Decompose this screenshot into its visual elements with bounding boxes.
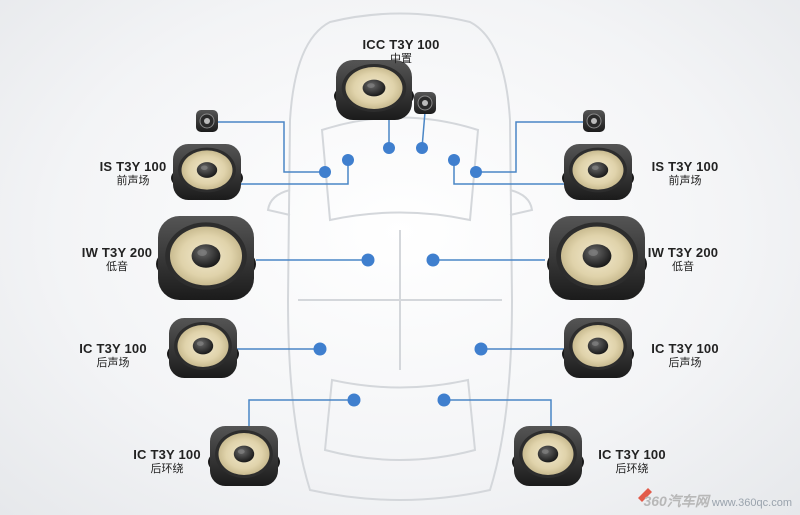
- dot-woofer-right: [426, 253, 440, 267]
- surround-right-role: 后环绕: [615, 462, 649, 475]
- rear-right-role: 后声场: [668, 356, 702, 369]
- front-right-label: IS T3Y 100 前声场: [630, 159, 740, 188]
- dot-rear-right: [474, 342, 488, 356]
- rear-left-role: 后声场: [96, 356, 130, 369]
- front-left-model: IS T3Y 100: [99, 159, 167, 174]
- watermark-logo: 360汽车网: [643, 493, 709, 509]
- watermark-url: www.360qc.com: [711, 497, 792, 509]
- woofer-left-model: IW T3Y 200: [81, 245, 153, 260]
- surround-right-label: IC T3Y 100 后环绕: [577, 447, 687, 476]
- front-right-speaker-icon: [562, 144, 634, 200]
- dot-front-right-tweeter: [470, 166, 482, 178]
- surround-right-model: IC T3Y 100: [598, 447, 666, 462]
- dot-center-left: [383, 142, 395, 154]
- surround-right-speaker-icon: [512, 426, 584, 486]
- connection-dots: [313, 142, 488, 407]
- rear-left-speaker-icon: [167, 318, 239, 378]
- front-left-label: IS T3Y 100 前声场: [78, 159, 188, 188]
- center-speaker-icon: [334, 60, 414, 120]
- rear-right-model: IC T3Y 100: [651, 341, 719, 356]
- rear-right-label: IC T3Y 100 后声场: [630, 341, 740, 370]
- woofer-right-model: IW T3Y 200: [647, 245, 719, 260]
- woofer-left-role: 低音: [106, 260, 128, 273]
- dot-surround-right: [437, 393, 451, 407]
- tweeter-icon: [196, 110, 218, 132]
- tweeter-icon: [414, 92, 436, 114]
- center-model: ICC T3Y 100: [362, 37, 440, 52]
- dot-center-right: [416, 142, 428, 154]
- dot-front-left-mid: [342, 154, 354, 166]
- dot-front-right-mid: [448, 154, 460, 166]
- dot-front-left-tweeter: [319, 166, 331, 178]
- front-left-role: 前声场: [116, 174, 150, 187]
- rear-left-label: IC T3Y 100 后声场: [58, 341, 168, 370]
- rear-left-model: IC T3Y 100: [79, 341, 147, 356]
- woofer-right-label: IW T3Y 200 低音: [628, 245, 738, 274]
- surround-left-speaker-icon: [208, 426, 280, 486]
- watermark-logo-icon: [638, 488, 652, 502]
- woofer-left-label: IW T3Y 200 低音: [62, 245, 172, 274]
- woofer-left-speaker-icon: [156, 216, 256, 300]
- dot-rear-left: [313, 342, 327, 356]
- dot-surround-left: [347, 393, 361, 407]
- center-role: 中置: [390, 52, 412, 65]
- dot-woofer-left: [361, 253, 375, 267]
- surround-left-model: IC T3Y 100: [133, 447, 201, 462]
- woofer-right-role: 低音: [672, 260, 694, 273]
- watermark: 360汽车网 www.360qc.com: [643, 491, 792, 511]
- rear-right-speaker-icon: [562, 318, 634, 378]
- tweeter-icon: [583, 110, 605, 132]
- front-left-speaker-icon: [171, 144, 243, 200]
- connector-lines: [214, 102, 586, 430]
- surround-left-label: IC T3Y 100 后环绕: [112, 447, 222, 476]
- front-right-model: IS T3Y 100: [651, 159, 719, 174]
- center-label: ICC T3Y 100 中置: [346, 37, 456, 66]
- surround-left-role: 后环绕: [150, 462, 184, 475]
- woofer-right-speaker-icon: [547, 216, 647, 300]
- front-right-role: 前声场: [668, 174, 702, 187]
